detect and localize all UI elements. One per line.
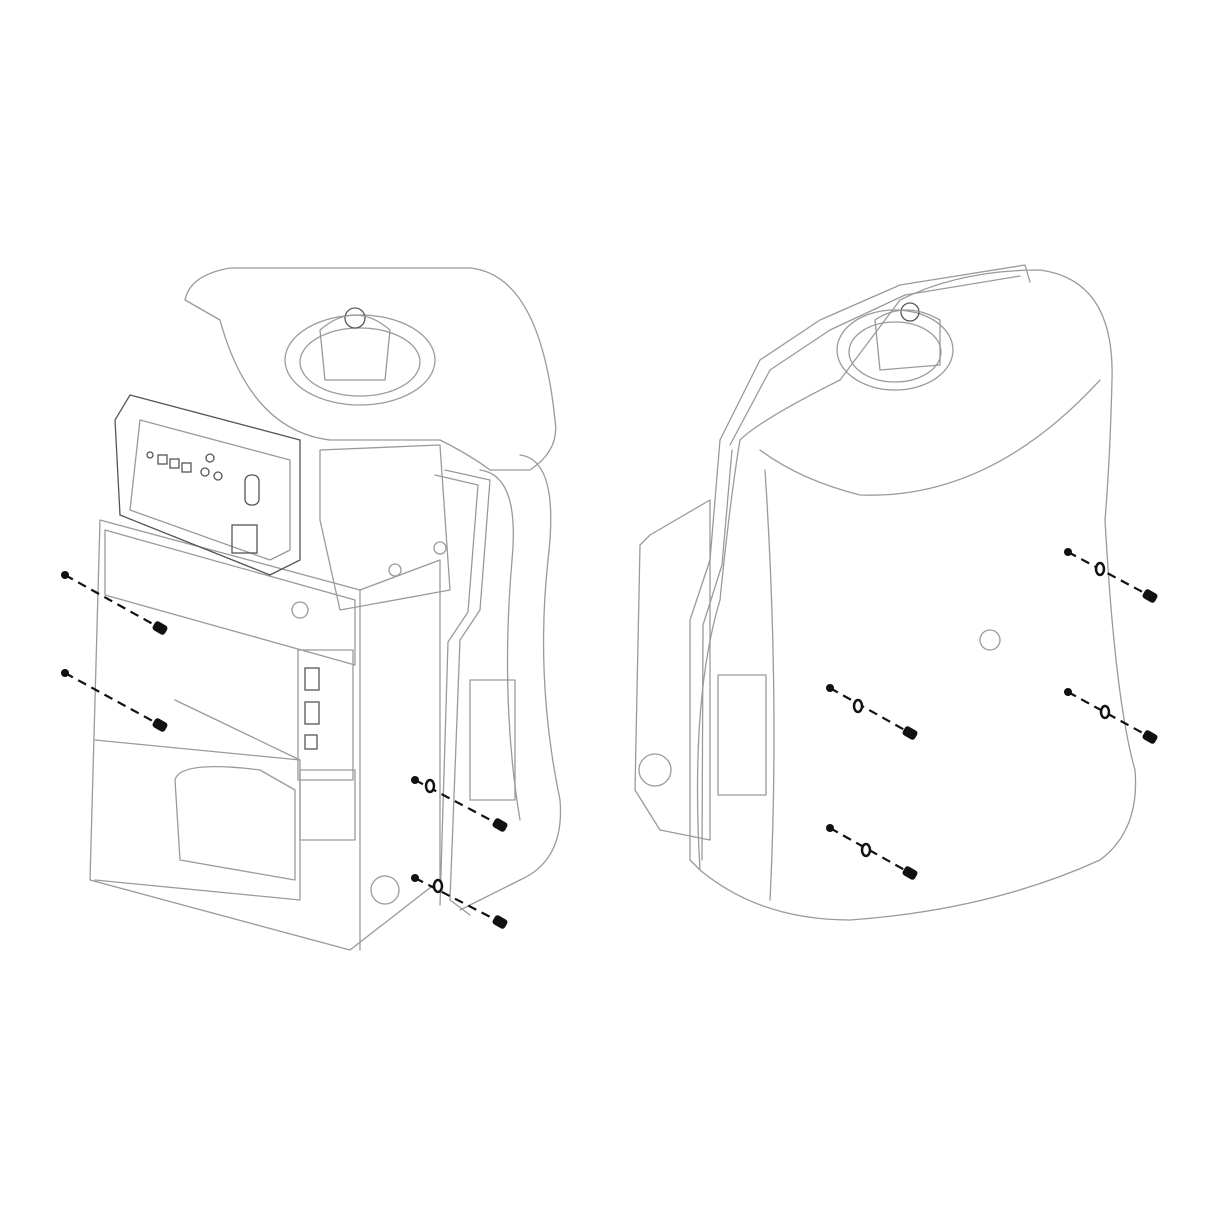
washer-icon xyxy=(860,842,872,858)
dashed-leader-line xyxy=(829,687,911,734)
screw-callout xyxy=(61,669,168,732)
washer-icon xyxy=(852,698,864,714)
screw-callout xyxy=(61,571,168,635)
screw-hole-dot xyxy=(61,669,69,677)
screw-icon xyxy=(1142,589,1158,603)
screw-icon xyxy=(1142,730,1158,744)
screw-hole-dot xyxy=(826,684,834,692)
screw-hole-dot xyxy=(826,824,834,832)
screw-callout xyxy=(826,824,918,880)
washer-icon xyxy=(1094,561,1106,577)
screw-icon xyxy=(492,915,508,929)
screw-hole-dot xyxy=(61,571,69,579)
screw-callout xyxy=(826,684,918,740)
washer-icon xyxy=(432,878,444,894)
screw-hole-dot xyxy=(411,776,419,784)
left-unit xyxy=(89,267,562,951)
screw-callout xyxy=(1064,688,1158,744)
screw-icon xyxy=(492,818,508,832)
fasteners xyxy=(61,548,1158,929)
washer-icon xyxy=(1099,704,1111,720)
dashed-leader-line xyxy=(1067,551,1151,597)
screw-icon xyxy=(902,726,918,740)
dashed-leader-line xyxy=(64,574,161,629)
dashed-leader-line xyxy=(414,877,501,923)
right-unit xyxy=(634,264,1137,921)
screw-callout xyxy=(411,874,508,929)
screw-icon xyxy=(152,621,168,635)
screw-icon xyxy=(152,718,168,732)
dashed-leader-line xyxy=(64,672,161,726)
screw-callout xyxy=(1064,548,1158,603)
screw-hole-dot xyxy=(1064,548,1072,556)
screw-icon xyxy=(902,866,918,880)
washer-icon xyxy=(424,778,436,794)
screw-hole-dot xyxy=(411,874,419,882)
screw-callout xyxy=(411,776,508,832)
screw-hole-dot xyxy=(1064,688,1072,696)
